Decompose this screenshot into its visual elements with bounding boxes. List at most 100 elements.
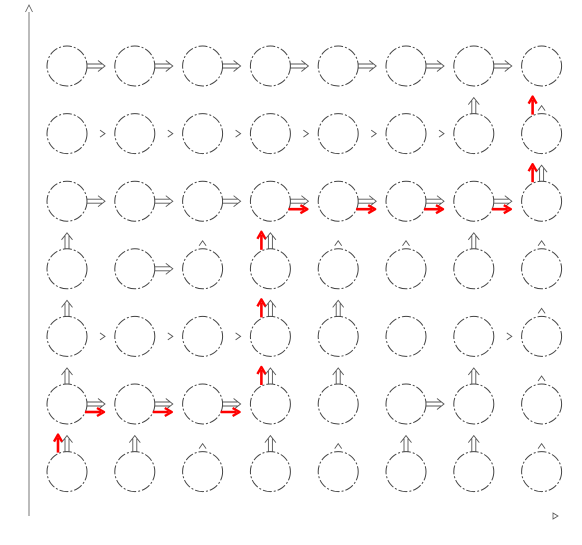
double-arrow-right-icon xyxy=(221,195,242,208)
double-arrow-up-icon xyxy=(535,164,548,183)
double-arrow-right-icon xyxy=(357,195,377,208)
double-arrow-up-icon xyxy=(61,434,73,453)
double-arrow-up-icon xyxy=(332,299,345,318)
state-node xyxy=(46,45,88,87)
state-node xyxy=(182,113,224,155)
double-arrow-right-icon xyxy=(86,398,106,410)
small-arrow-up-icon xyxy=(537,442,546,449)
state-node xyxy=(114,315,156,357)
double-arrow-up-icon xyxy=(467,367,480,385)
small-arrow-up-icon xyxy=(537,375,546,382)
state-node xyxy=(249,180,291,222)
double-arrow-up-icon xyxy=(61,367,73,385)
state-node xyxy=(521,248,563,290)
double-arrow-up-icon xyxy=(467,434,480,453)
state-node xyxy=(385,383,427,425)
state-node xyxy=(46,315,88,357)
double-arrow-up-icon xyxy=(264,299,277,318)
state-node xyxy=(114,45,156,87)
double-arrow-up-icon xyxy=(61,299,73,318)
state-node xyxy=(114,451,156,493)
path-arrow-up-icon xyxy=(527,95,538,115)
state-node xyxy=(521,45,563,87)
small-arrow-right-icon xyxy=(235,129,242,138)
state-node xyxy=(385,180,427,222)
double-arrow-right-icon xyxy=(425,195,445,208)
state-node xyxy=(46,180,88,222)
state-node xyxy=(46,113,88,155)
small-arrow-right-icon xyxy=(370,129,377,138)
state-node xyxy=(249,383,291,425)
path-arrow-right-icon xyxy=(85,406,106,418)
double-arrow-right-icon xyxy=(86,60,106,72)
double-arrow-up-icon xyxy=(467,232,480,250)
small-arrow-right-icon xyxy=(167,332,174,341)
highlighted-path xyxy=(52,95,538,453)
small-arrow-right-icon xyxy=(99,129,106,138)
double-arrow-up-icon xyxy=(264,434,277,453)
double-arrow-up-icon xyxy=(400,434,412,453)
double-arrow-right-icon xyxy=(86,195,106,208)
state-node xyxy=(453,248,495,290)
state-node xyxy=(317,315,359,357)
small-arrow-right-icon xyxy=(235,332,242,341)
double-arrow-up-icon xyxy=(61,232,73,250)
state-node xyxy=(182,248,224,290)
state-node xyxy=(453,383,495,425)
state-node xyxy=(317,113,359,155)
state-node xyxy=(317,451,359,493)
state-node xyxy=(453,180,495,222)
state-node xyxy=(521,113,563,155)
state-node xyxy=(182,180,224,222)
state-node xyxy=(521,451,563,493)
state-node xyxy=(453,45,495,87)
path-arrow-up-icon xyxy=(256,298,267,318)
small-arrow-up-icon xyxy=(402,240,410,247)
double-arrow-right-icon xyxy=(425,60,445,72)
path-arrow-up-icon xyxy=(527,163,538,183)
path-arrow-up-icon xyxy=(52,433,64,453)
double-arrow-right-icon xyxy=(153,60,174,72)
path-arrow-up-icon xyxy=(256,230,267,250)
double-arrow-up-icon xyxy=(264,367,277,385)
path-arrow-right-icon xyxy=(491,204,512,215)
state-node xyxy=(385,45,427,87)
state-node xyxy=(114,180,156,222)
path-arrow-right-icon xyxy=(152,406,173,418)
double-arrow-up-icon xyxy=(332,367,345,385)
state-node xyxy=(114,383,156,425)
path-arrow-right-icon xyxy=(288,204,309,215)
small-arrow-right-icon xyxy=(303,129,310,138)
double-arrow-right-icon xyxy=(289,60,310,72)
state-node xyxy=(249,113,291,155)
transition-edges xyxy=(61,60,548,453)
double-arrow-right-icon xyxy=(221,398,242,410)
path-arrow-right-icon xyxy=(356,204,377,215)
small-arrow-up-icon xyxy=(198,240,207,247)
double-arrow-up-icon xyxy=(128,434,141,453)
small-arrow-right-icon xyxy=(506,332,513,341)
double-arrow-right-icon xyxy=(153,262,174,275)
state-node xyxy=(249,248,291,290)
double-arrow-right-icon xyxy=(221,60,242,72)
path-arrow-right-icon xyxy=(424,204,445,215)
state-node xyxy=(114,113,156,155)
y-axis-arrowhead xyxy=(25,4,33,13)
double-arrow-up-icon xyxy=(264,232,277,250)
state-node xyxy=(249,315,291,357)
double-arrow-right-icon xyxy=(153,195,174,208)
state-nodes xyxy=(46,45,563,493)
double-arrow-right-icon xyxy=(425,398,445,410)
axes xyxy=(25,4,559,520)
double-arrow-right-icon xyxy=(153,398,174,410)
state-node xyxy=(317,180,359,222)
state-node xyxy=(114,248,156,290)
small-arrow-up-icon xyxy=(334,240,343,247)
state-node xyxy=(521,383,563,425)
double-arrow-right-icon xyxy=(289,195,310,208)
state-node xyxy=(385,248,427,290)
state-node xyxy=(182,383,224,425)
small-arrow-up-icon xyxy=(537,104,546,111)
state-node xyxy=(182,315,224,357)
